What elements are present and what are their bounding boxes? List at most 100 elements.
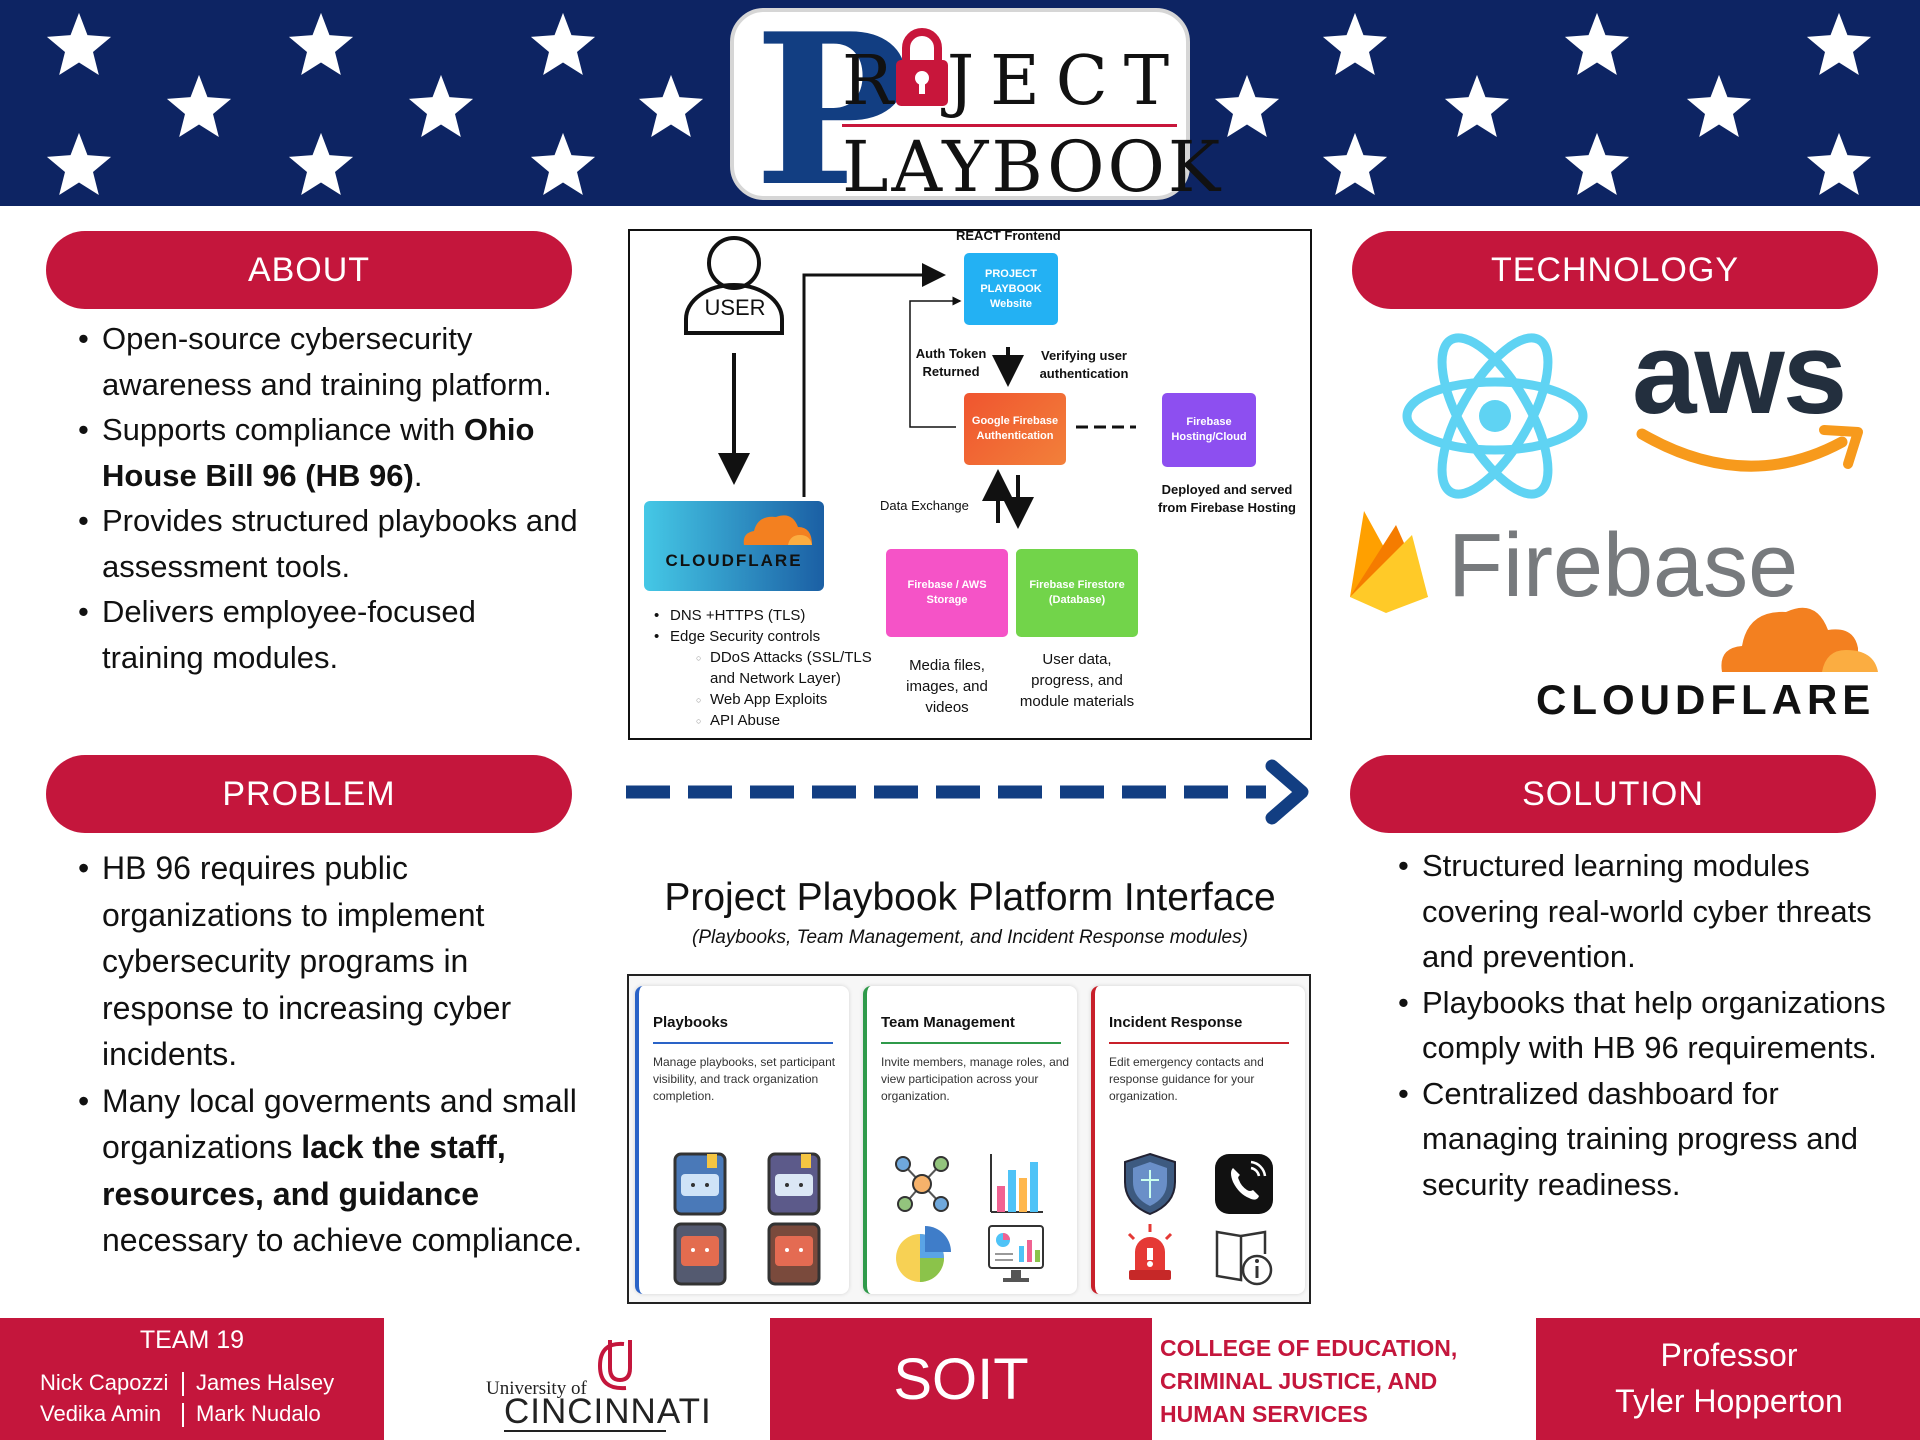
aws-logo: aws	[1632, 308, 1847, 438]
professor-block: Professor Tyler Hopperton	[1538, 1332, 1920, 1424]
star-icon	[288, 12, 354, 76]
star-icon	[1322, 12, 1388, 76]
star-icon	[1214, 74, 1280, 138]
analytics-monitor-icon	[988, 1225, 1044, 1282]
card-title: Team Management	[881, 1014, 1015, 1031]
interface-title: Project Playbook Platform Interface	[664, 876, 1276, 919]
auth-token-label: Auth Token Returned	[915, 346, 987, 379]
star-icon	[1564, 12, 1630, 76]
star-icon	[408, 74, 474, 138]
about-heading: ABOUT	[46, 231, 572, 309]
professor-title: Professor	[1660, 1337, 1798, 1373]
interface-cards: Playbooks Manage playbooks, set particip…	[627, 974, 1311, 1304]
card-description: Invite members, manage roles, and view p…	[881, 1055, 1070, 1103]
user-label: USER	[704, 295, 766, 320]
uc-university-of: University of	[486, 1378, 587, 1399]
list-item: Many local goverments and small organiza…	[78, 1078, 588, 1264]
uc-cincinnati: CINCINNATI	[504, 1392, 712, 1431]
card-divider	[1109, 1042, 1289, 1044]
college-name: COLLEGE OF EDUCATION, CRIMINAL JUSTICE, …	[1160, 1335, 1458, 1427]
uc-logo-icon	[597, 1340, 632, 1391]
shield-icon	[1124, 1152, 1176, 1216]
star-icon	[1564, 132, 1630, 196]
star-icon	[1444, 74, 1510, 138]
solution-list: Structured learning modules covering rea…	[1398, 843, 1898, 1207]
team-member-name: Vedika Amin	[40, 1401, 162, 1426]
name-divider	[182, 1372, 184, 1396]
card-title: Playbooks	[653, 1014, 729, 1031]
google-auth-node: Google Firebase Authentication	[964, 393, 1066, 465]
network-people-icon	[895, 1156, 949, 1212]
team-member-name: Nick Capozzi	[40, 1370, 169, 1395]
list-item: Structured learning modules covering rea…	[1398, 843, 1898, 980]
star-icon	[46, 12, 112, 76]
technology-heading: TECHNOLOGY	[1352, 231, 1878, 309]
about-list: Open-source cybersecurity awareness and …	[78, 316, 578, 680]
team-member-name: Mark Nudalo	[196, 1401, 321, 1426]
star-icon	[46, 132, 112, 196]
logo-laybook: LAYBOOK	[842, 126, 1224, 206]
card-playbooks[interactable]: Playbooks Manage playbooks, set particip…	[635, 986, 849, 1294]
architecture-diagram: USER REACT Frontend PROJECT PLAYBOOK Web…	[628, 228, 1312, 740]
footer-soit-panel	[770, 1318, 1152, 1440]
footer-professor-panel	[1536, 1318, 1920, 1440]
logo-letter-p: P	[754, 0, 911, 206]
bar-chart-icon	[990, 1154, 1043, 1213]
footer-team-panel	[0, 1318, 384, 1440]
card-incident-response[interactable]: Incident Response Edit emergency contact…	[1091, 986, 1305, 1294]
footer-uc-panel	[384, 1318, 770, 1440]
name-divider	[182, 1403, 184, 1427]
project-playbook-logo: P R JECT LAYBOOK	[730, 0, 1220, 206]
list-item: Centralized dashboard for managing train…	[1398, 1071, 1898, 1208]
firebase-flame-icon	[1350, 511, 1428, 613]
dashed-arrow	[626, 759, 1309, 825]
info-manual-icon	[1215, 1230, 1273, 1286]
purple-book-icon	[767, 1152, 821, 1216]
list-item: API Abuse	[696, 710, 872, 732]
cloudflare-cloud-icon	[743, 515, 812, 545]
star-icon	[638, 74, 704, 138]
cloudflare-logo: CLOUDFLARE	[1536, 676, 1876, 723]
diagram-connectors	[684, 236, 1136, 529]
verifying-label: Verifying user authentication	[1039, 348, 1129, 381]
storage-node: Firebase / AWS Storage	[886, 549, 1008, 637]
react-icon	[1402, 333, 1588, 499]
user-icon	[707, 236, 761, 290]
pie-chart-icon	[896, 1226, 951, 1282]
data-exchange-label: Data Exchange	[880, 498, 969, 513]
uc-underline	[504, 1430, 666, 1432]
footer-college-panel	[1152, 1318, 1536, 1440]
solution-heading: SOLUTION	[1350, 755, 1876, 833]
alarm-siren-icon	[1127, 1224, 1173, 1280]
firebase-hosting-node: Firebase Hosting/Cloud	[1162, 393, 1256, 467]
logo-divider	[842, 124, 1177, 127]
card-title: Incident Response	[1109, 1014, 1243, 1031]
userdata-label: User data, progress, and module material…	[1019, 651, 1135, 710]
cloudflare-node: CLOUDFLARE	[644, 501, 824, 591]
card-divider	[881, 1042, 1061, 1044]
blue-book-icon	[673, 1152, 727, 1216]
card-divider	[653, 1042, 833, 1044]
list-item: Provides structured playbooks and assess…	[78, 498, 578, 589]
card-team-management[interactable]: Team Management Invite members, manage r…	[863, 986, 1077, 1294]
header-banner: P R JECT LAYBOOK	[0, 0, 1920, 206]
team-member-name: James Halsey	[196, 1370, 335, 1395]
padlock-icon	[896, 28, 948, 106]
team-title: TEAM 19	[139, 1326, 245, 1354]
list-item: Supports compliance with Ohio House Bill…	[78, 407, 578, 498]
aws-smile-icon	[1636, 425, 1863, 472]
star-icon	[1806, 12, 1872, 76]
list-item: Edge Security controls DDoS Attacks (SSL…	[654, 626, 872, 732]
firebase-logo: Firebase	[1448, 516, 1799, 616]
star-icon	[288, 132, 354, 196]
problem-list: HB 96 requires public organizations to i…	[78, 845, 588, 1264]
card-description: Edit emergency contacts and response gui…	[1109, 1055, 1264, 1103]
firestore-node: Firebase Firestore (Database)	[1016, 549, 1138, 637]
list-item: HB 96 requires public organizations to i…	[78, 845, 588, 1078]
star-icon	[530, 132, 596, 196]
star-icon	[1806, 132, 1872, 196]
star-icon	[1686, 74, 1752, 138]
list-item: Delivers employee-focused training modul…	[78, 589, 578, 680]
website-node: PROJECT PLAYBOOK Website	[964, 253, 1058, 325]
list-item: Web App Exploits	[696, 689, 872, 711]
